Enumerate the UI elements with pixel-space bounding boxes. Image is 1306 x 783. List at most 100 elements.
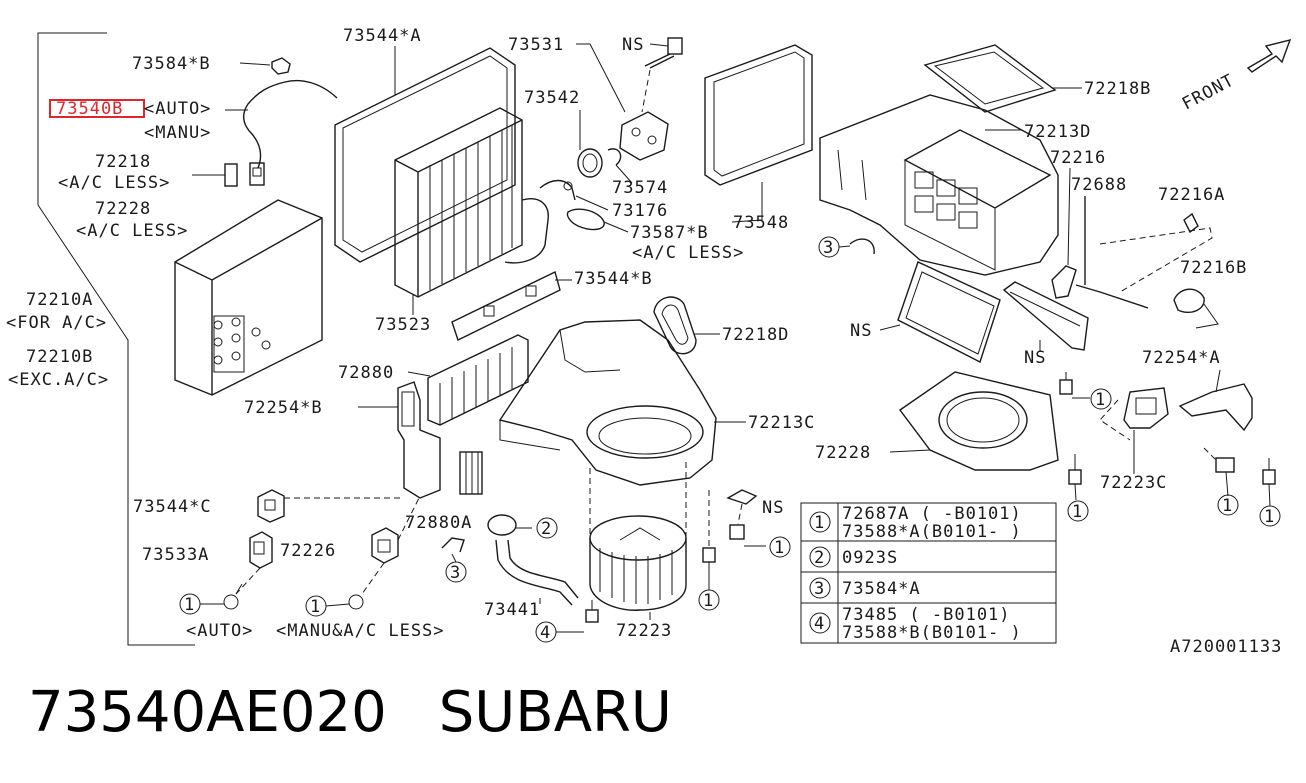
label-ns-1: NS: [622, 35, 644, 55]
svg-text:3: 3: [823, 238, 834, 258]
label-73544a: 73544*A: [343, 26, 422, 46]
part-73574[interactable]: [607, 148, 622, 166]
label-72228-b: 72228: [815, 443, 871, 463]
legend-1-line1: 72687A ( -B0101): [842, 504, 1022, 524]
part-72216a[interactable]: [1183, 212, 1199, 234]
part-73544b-seal[interactable]: [451, 271, 561, 341]
label-72880: 72880: [338, 363, 394, 383]
ns-bracket-4[interactable]: [726, 489, 758, 525]
part-72213c-housing[interactable]: [498, 319, 717, 486]
part-72228-plate[interactable]: [899, 371, 1059, 471]
part-72213d-housing[interactable]: [819, 94, 1059, 276]
label-front: FRONT: [1179, 70, 1238, 114]
part-72216b[interactable]: [1173, 288, 1219, 329]
label-73540b[interactable]: 73540B: [56, 99, 123, 119]
callout-1-right-c[interactable]: 1: [1217, 494, 1239, 516]
part-73531-valve[interactable]: [619, 111, 669, 161]
label-72213d: 72213D: [1024, 122, 1091, 142]
svg-text:1: 1: [703, 591, 714, 611]
callout-1-left-b[interactable]: 1: [305, 595, 350, 617]
part-73441-hose[interactable]: [495, 539, 579, 606]
svg-text:1: 1: [1264, 507, 1275, 527]
callout-4[interactable]: 4: [535, 621, 557, 643]
callout-1-right-b[interactable]: 1: [1067, 500, 1089, 522]
screw-4[interactable]: [556, 600, 599, 633]
part-73542-oring[interactable]: [577, 148, 603, 178]
callout-1-right-d[interactable]: 1: [1259, 505, 1281, 527]
label-ns-4: NS: [762, 498, 784, 518]
legend-num-1: 1: [814, 513, 825, 533]
legend-3-line1: 73584*A: [842, 579, 921, 599]
part-73584b[interactable]: [239, 57, 291, 75]
part-72880a-bracket[interactable]: [441, 537, 465, 553]
label-72880a: 72880A: [405, 513, 472, 533]
svg-text:2: 2: [541, 519, 552, 539]
part-73544a-seal[interactable]: [334, 46, 516, 263]
label-72210b: 72210B: [26, 347, 93, 367]
callout-1-left-a[interactable]: 1: [179, 593, 224, 615]
label-73441: 73441: [484, 600, 540, 620]
svg-text:1: 1: [1095, 390, 1106, 410]
part-73548-seal[interactable]: [704, 44, 813, 186]
legend-num-2: 2: [814, 548, 825, 568]
screw-1a[interactable]: [223, 583, 243, 610]
callout-1-center-a[interactable]: 1: [698, 589, 720, 611]
part-72688-rod[interactable]: [1075, 196, 1149, 309]
label-manu-acless: <MANU&A/C LESS>: [276, 621, 445, 641]
screw-right-3[interactable]: [1203, 447, 1235, 497]
part-72228-heater-core[interactable]: [174, 199, 323, 396]
screw-1b[interactable]: [348, 594, 364, 610]
legend-table: 1 72687A ( -B0101) 73588*A(B0101- ) 2 09…: [800, 502, 1057, 644]
svg-text:1: 1: [774, 538, 785, 558]
legend-4-line1: 73485 ( -B0101): [842, 605, 1011, 625]
legend-num-4: 4: [814, 614, 825, 634]
part-ns-door-b[interactable]: [1002, 281, 1089, 351]
svg-text:4: 4: [540, 623, 551, 643]
label-72226: 72226: [280, 541, 336, 561]
part-72216-actuator[interactable]: [1051, 265, 1077, 299]
screw-right-1[interactable]: [1059, 372, 1090, 399]
part-number: 73540AE020: [28, 680, 387, 745]
label-73523: 73523: [375, 315, 431, 335]
label-73544b: 73544*B: [574, 269, 653, 289]
label-72216b: 72216B: [1180, 258, 1247, 278]
part-72218[interactable]: [192, 163, 238, 187]
part-73587b-grommet[interactable]: [566, 208, 605, 231]
part-72223-blower-motor[interactable]: [589, 462, 687, 611]
screw-right-4[interactable]: [1262, 458, 1276, 507]
callout-3-left[interactable]: 3: [445, 553, 467, 583]
part-72880-filter[interactable]: [427, 334, 529, 426]
callout-1-center-b[interactable]: 1: [769, 536, 791, 558]
part-73544c[interactable]: [257, 489, 404, 523]
svg-text:1: 1: [1222, 496, 1233, 516]
part-73176-pipe[interactable]: [539, 179, 576, 201]
part-73540b-harness[interactable]: [242, 79, 338, 186]
screw-right-2[interactable]: [1068, 454, 1082, 501]
part-72226-resistor[interactable]: [361, 495, 421, 595]
part-ns-door-a[interactable]: [897, 261, 1001, 363]
label-ns-3: NS: [1024, 348, 1046, 368]
part-72218d-gasket[interactable]: [653, 296, 697, 355]
label-72218b: 72218B: [1084, 79, 1151, 99]
part-73533a-resistor[interactable]: [235, 531, 273, 595]
part-72218b-seal[interactable]: [923, 44, 1057, 113]
label-73176: 73176: [612, 201, 668, 221]
callout-3-right[interactable]: 3: [818, 236, 875, 258]
legend-num-3: 3: [814, 579, 825, 599]
label-72223: 72223: [616, 621, 672, 641]
left-bracket: [37, 32, 195, 646]
label-manu-1: <MANU>: [144, 123, 211, 143]
part-73523-evaporator[interactable]: [394, 107, 549, 298]
part-72254a-bracket[interactable]: [1178, 369, 1253, 432]
part-72223c-actuator[interactable]: [1099, 387, 1169, 441]
part-0923s-grommet[interactable]: [487, 514, 532, 536]
part-72254b-bracket[interactable]: [397, 381, 441, 499]
callout-1-right-a[interactable]: 1: [1090, 388, 1112, 410]
screw-center[interactable]: [702, 490, 766, 590]
callout-2[interactable]: 2: [536, 517, 558, 539]
label-72216: 72216: [1050, 148, 1106, 168]
ns-bolt-1[interactable]: [641, 37, 683, 113]
part-72880-small[interactable]: [459, 451, 483, 495]
label-72688: 72688: [1071, 175, 1127, 195]
